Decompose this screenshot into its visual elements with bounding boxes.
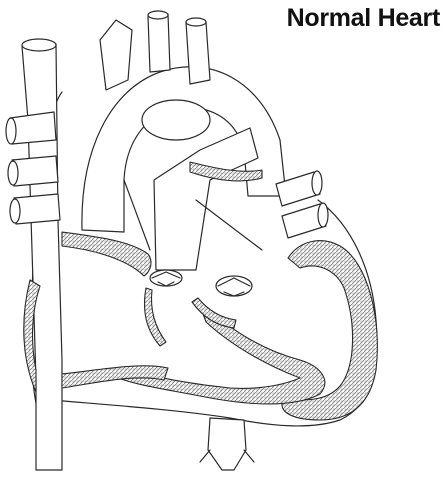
left-subclavian-artery [186,22,210,84]
brachiocephalic-artery [100,20,132,90]
superior-vena-cava-opening [22,39,56,51]
right-pulmonary-vein-middle-opening [8,161,18,185]
aortic-arch-inner-curve [142,100,210,140]
right-pulmonary-vein-lower-opening [10,199,20,223]
tricuspid-valve-leaflet [145,288,166,346]
descending-aorta [208,418,246,470]
right-pulmonary-vein-upper [10,112,56,144]
left-common-carotid-artery [148,14,170,72]
right-pulmonary-vein-upper-opening [6,118,16,144]
left-common-carotid-opening [148,11,168,19]
pulmonary-trunk [154,128,258,270]
left-pulmonary-vein-lower-opening [318,203,328,227]
left-pulmonary-vein-upper-opening [312,171,322,195]
superior-vena-cava [22,44,62,470]
right-pulmonary-vein-middle [12,156,58,186]
right-atrium-wall [62,232,151,276]
right-pulmonary-vein-lower [14,194,60,224]
aortic-valve [216,276,252,296]
left-subclavian-opening [186,18,206,26]
